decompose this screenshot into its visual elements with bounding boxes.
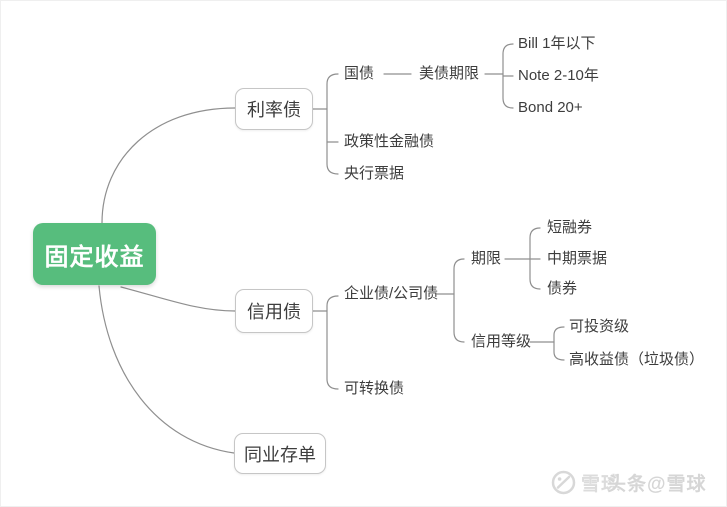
node-tenor[interactable]: 期限 [471, 250, 502, 267]
node-central-bank-bill[interactable]: 央行票据 [344, 165, 405, 182]
node-high-yield-junk[interactable]: 高收益债（垃圾债） [569, 351, 705, 368]
node-interbank-cd[interactable]: 同业存单 [234, 433, 326, 474]
node-policy-bank-bond[interactable]: 政策性金融债 [344, 133, 435, 150]
node-fixed-income-label: 固定收益 [44, 243, 145, 271]
node-credit-bonds[interactable]: 信用债 [235, 289, 313, 333]
link-root-interbank-cd [98, 285, 235, 454]
node-gov-bond[interactable]: 国债 [344, 65, 375, 82]
node-medium-term-note[interactable]: 中期票据 [547, 250, 608, 267]
node-rate-bonds[interactable]: 利率债 [235, 88, 313, 130]
bracket-rating-children [553, 326, 565, 361]
node-note-2-10y[interactable]: Note 2-10年 [518, 67, 599, 84]
node-bond-20plus[interactable]: Bond 20+ [518, 99, 583, 116]
link-root-rate-bonds [101, 107, 236, 224]
node-investment-grade[interactable]: 可投资级 [569, 318, 630, 335]
node-fixed-income[interactable]: 固定收益 [33, 223, 156, 285]
bracket-rate-children [326, 73, 339, 175]
node-convertible-bond[interactable]: 可转换债 [344, 380, 405, 397]
node-interbank-cd-label: 同业存单 [244, 444, 316, 465]
node-bond[interactable]: 债券 [547, 280, 578, 297]
link-root-credit-bonds [120, 286, 236, 312]
node-credit-rating[interactable]: 信用等级 [471, 333, 532, 350]
node-short-term-note[interactable]: 短融券 [547, 219, 593, 236]
node-us-treasury-tenor[interactable]: 美债期限 [419, 65, 480, 82]
bracket-credit-children [326, 295, 339, 390]
node-corporate-bond[interactable]: 企业债/公司债 [344, 285, 439, 302]
bracket-corpbond-children [453, 258, 465, 343]
node-credit-bonds-label: 信用债 [247, 302, 301, 322]
node-bill-under-1y[interactable]: Bill 1年以下 [518, 35, 596, 52]
node-rate-bonds-label: 利率债 [247, 100, 301, 120]
